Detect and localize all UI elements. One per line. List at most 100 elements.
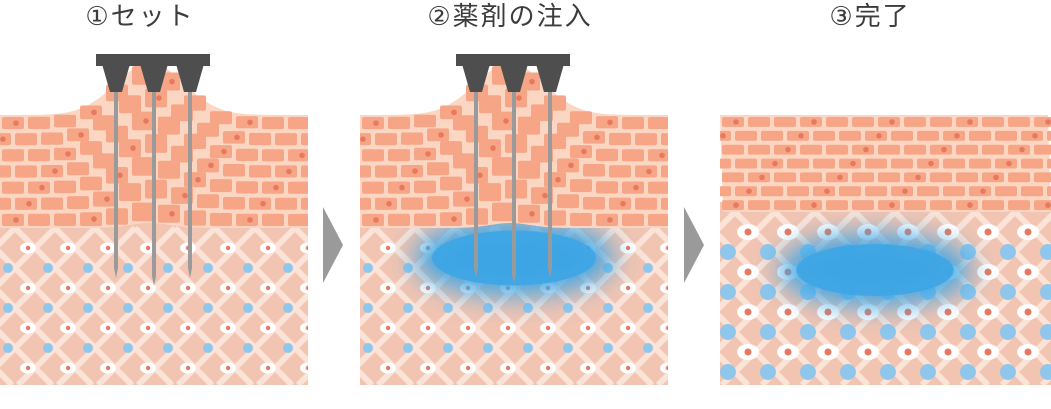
skin-cell-brick bbox=[943, 158, 965, 169]
cell-nucleus bbox=[105, 245, 111, 251]
blue-cell bbox=[403, 263, 413, 273]
skin-cell-brick bbox=[1021, 158, 1043, 169]
skin-cell-brick bbox=[197, 158, 219, 173]
blue-cell bbox=[363, 263, 373, 273]
skin-cell-brick bbox=[661, 133, 668, 146]
cell-nucleus bbox=[385, 365, 391, 371]
skin-cell-brick bbox=[171, 145, 193, 163]
skin-cell-brick bbox=[995, 186, 1017, 197]
skin-cell-nucleus bbox=[529, 78, 535, 85]
skin-cell-brick bbox=[878, 117, 900, 127]
blue-cell bbox=[1040, 284, 1051, 300]
skin-cell-nucleus bbox=[980, 188, 986, 194]
skin-cell-nucleus bbox=[169, 211, 175, 217]
dermis-lattice-line bbox=[0, 328, 55, 385]
skin-cell-nucleus bbox=[720, 133, 726, 139]
skin-cell-brick bbox=[414, 180, 436, 194]
skin-cell-brick bbox=[557, 194, 579, 209]
blue-cell bbox=[243, 343, 253, 353]
blue-cell bbox=[163, 303, 173, 313]
blue-cell bbox=[163, 343, 173, 353]
blue-cell bbox=[603, 343, 613, 353]
skin-cell-brick bbox=[171, 187, 193, 204]
skin-cell-brick bbox=[570, 145, 592, 159]
cell-nucleus bbox=[744, 228, 752, 236]
skin-cell-nucleus bbox=[941, 146, 947, 153]
blue-cell bbox=[800, 364, 816, 380]
cell-nucleus bbox=[585, 365, 591, 371]
blue-cell bbox=[920, 324, 936, 340]
skin-cell-brick bbox=[80, 141, 102, 155]
skin-cell-nucleus bbox=[286, 168, 292, 175]
skin-cell-brick bbox=[518, 160, 540, 179]
dermis-lattice-line bbox=[0, 225, 58, 288]
blue-cell bbox=[880, 324, 896, 340]
skin-cell-brick bbox=[583, 131, 605, 144]
blue-cell bbox=[960, 244, 976, 260]
panel-injection-illustration bbox=[360, 54, 668, 385]
skin-cell-brick bbox=[67, 162, 89, 176]
skin-cell-nucleus bbox=[425, 151, 431, 157]
skin-cell-nucleus bbox=[659, 152, 665, 159]
white-cell bbox=[300, 322, 308, 334]
needle-assembly bbox=[456, 54, 570, 284]
skin-cell-brick bbox=[197, 194, 219, 209]
skin-cell-brick bbox=[440, 212, 462, 226]
cell-nucleus bbox=[824, 348, 832, 356]
cell-nucleus bbox=[265, 365, 271, 371]
skin-cell-brick bbox=[362, 117, 384, 130]
cell-nucleus bbox=[265, 245, 271, 251]
arrow-triangle bbox=[684, 207, 704, 283]
skin-cell-brick bbox=[800, 117, 822, 127]
skin-cell-brick bbox=[362, 213, 384, 226]
panel-complete-illustration bbox=[720, 115, 1051, 385]
step-title-complete: ③完了 bbox=[829, 2, 911, 32]
skin-cell-nucleus bbox=[733, 202, 739, 208]
cell-nucleus bbox=[904, 308, 912, 316]
skin-cell-brick bbox=[982, 172, 1004, 183]
cell-nucleus bbox=[545, 325, 551, 331]
skin-cell-brick bbox=[80, 176, 102, 191]
skin-cell-brick bbox=[492, 157, 514, 176]
white-cell bbox=[660, 362, 668, 374]
skin-cell-nucleus bbox=[529, 211, 535, 217]
blue-cell bbox=[960, 284, 976, 300]
skin-cell-brick bbox=[119, 95, 141, 114]
skin-cell-brick bbox=[1047, 186, 1051, 197]
skin-cell-brick bbox=[635, 197, 657, 210]
skin-cell-nucleus bbox=[65, 151, 71, 157]
skin-cell-brick bbox=[223, 131, 245, 144]
skin-cell-nucleus bbox=[811, 119, 817, 125]
cell-nucleus bbox=[1024, 268, 1032, 276]
skin-cell-brick bbox=[518, 204, 540, 223]
needle-shaft bbox=[548, 88, 552, 278]
skin-cell-brick bbox=[360, 197, 371, 210]
skin-cell-brick bbox=[570, 111, 592, 125]
skin-cell-brick bbox=[360, 165, 371, 178]
skin-cell-brick bbox=[865, 158, 887, 169]
blue-cell bbox=[163, 263, 173, 273]
blue-cell bbox=[363, 343, 373, 353]
cell-nucleus bbox=[385, 245, 391, 251]
blue-cell bbox=[1000, 364, 1016, 380]
dermis-lattice-line bbox=[1012, 209, 1051, 253]
skin-cell-nucleus bbox=[811, 202, 817, 208]
skin-cell-brick bbox=[301, 165, 308, 178]
needle-shaft bbox=[188, 88, 192, 278]
skin-cell-brick bbox=[826, 172, 848, 183]
cell-nucleus bbox=[185, 285, 191, 291]
blue-cell bbox=[840, 324, 856, 340]
cell-nucleus bbox=[585, 285, 591, 291]
white-cell bbox=[660, 282, 668, 294]
skin-cell-nucleus bbox=[568, 162, 574, 169]
cell-nucleus bbox=[585, 325, 591, 331]
skin-cell-brick bbox=[262, 149, 284, 162]
cell-nucleus bbox=[1024, 348, 1032, 356]
blue-cell bbox=[523, 303, 533, 313]
skin-cell-nucleus bbox=[607, 217, 613, 223]
skin-cell-brick bbox=[622, 116, 644, 130]
skin-cell-nucleus bbox=[620, 200, 626, 207]
skin-cell-brick bbox=[596, 116, 618, 129]
needle-hub bbox=[102, 64, 130, 92]
skin-cell-brick bbox=[982, 117, 1004, 127]
